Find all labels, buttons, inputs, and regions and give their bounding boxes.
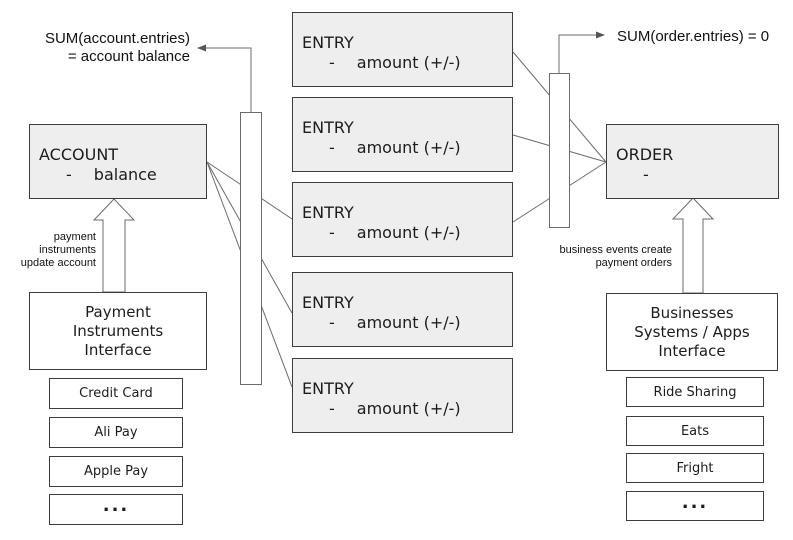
- business-item-ride-sharing: Ride Sharing: [626, 377, 764, 407]
- payment-item-credit-card: Credit Card: [49, 378, 183, 409]
- entry-box-3: ENTRY - amount (+/-): [292, 182, 513, 257]
- payment-update-block-arrow: [92, 198, 136, 293]
- payment-note-line2: instruments: [39, 244, 96, 256]
- business-interface-box: Businesses Systems / Apps Interface: [606, 293, 778, 371]
- entry-title: ENTRY: [302, 379, 354, 398]
- account-sum-arrow-line: [205, 47, 252, 112]
- business-create-block-arrow: [671, 197, 715, 294]
- sum-account-line2: = account balance: [67, 48, 190, 65]
- payment-interface-line2: Instruments: [72, 321, 164, 340]
- entry-attr-dash: -: [329, 53, 335, 72]
- account-sum-bracket: [240, 112, 262, 385]
- order-sum-arrow-line: [558, 34, 597, 73]
- entry-title: ENTRY: [302, 118, 354, 137]
- payment-item-more-label: ...: [102, 495, 130, 516]
- payment-item-more: ...: [49, 494, 183, 525]
- business-item-fright: Fright: [626, 453, 764, 483]
- entry-attr-dash: -: [329, 223, 335, 242]
- payment-item-apple-pay: Apple Pay: [49, 456, 183, 487]
- order-sum-bracket: [549, 73, 570, 228]
- account-box: ACCOUNT - balance: [29, 124, 207, 199]
- payment-item-ali-pay: Ali Pay: [49, 417, 183, 448]
- business-item-more: ...: [626, 491, 764, 521]
- sum-account-annotation: SUM(account.entries) = account balance: [30, 30, 190, 66]
- entry-attr: amount (+/-): [356, 223, 461, 242]
- entry-title: ENTRY: [302, 33, 354, 52]
- payment-interface-line1: Payment: [85, 302, 151, 321]
- entry-title: ENTRY: [302, 293, 354, 312]
- business-note-line2: payment orders: [595, 257, 672, 269]
- payment-note-line3: update account: [20, 257, 96, 269]
- entry-attr: amount (+/-): [356, 53, 461, 72]
- business-note-line1: business events create: [559, 244, 672, 256]
- business-item-more-label: ...: [681, 491, 709, 513]
- right-arrowhead-icon: [596, 31, 605, 39]
- entry-attr: amount (+/-): [356, 313, 461, 332]
- payment-interface-line3: Interface: [84, 340, 152, 359]
- account-title: ACCOUNT: [39, 145, 119, 164]
- entry-box-1: ENTRY - amount (+/-): [292, 12, 513, 87]
- account-attr: balance: [93, 165, 157, 184]
- entry-box-5: ENTRY - amount (+/-): [292, 358, 513, 433]
- business-item-eats: Eats: [626, 416, 764, 446]
- entry-title: ENTRY: [302, 203, 354, 222]
- payment-interface-box: Payment Instruments Interface: [29, 292, 207, 370]
- payment-note-line1: payment: [53, 231, 96, 243]
- sum-order-annotation: SUM(order.entries) = 0: [617, 28, 770, 45]
- payment-note: payment instruments update account: [0, 231, 96, 270]
- left-arrowhead-icon: [197, 44, 206, 52]
- entry-box-4: ENTRY - amount (+/-): [292, 272, 513, 347]
- account-attr-dash: -: [66, 165, 72, 184]
- business-interface-line2: Systems / Apps: [634, 322, 750, 341]
- order-title: ORDER: [616, 145, 674, 164]
- order-box: ORDER -: [606, 124, 779, 199]
- order-attr-dash: -: [643, 165, 649, 184]
- entry-attr: amount (+/-): [356, 138, 461, 157]
- entry-attr-dash: -: [329, 313, 335, 332]
- business-note: business events create payment orders: [540, 244, 672, 270]
- business-interface-line1: Businesses: [650, 303, 734, 322]
- entry-box-2: ENTRY - amount (+/-): [292, 97, 513, 172]
- sum-account-line1: SUM(account.entries): [44, 30, 190, 47]
- business-interface-line3: Interface: [658, 341, 726, 360]
- entry-attr: amount (+/-): [356, 399, 461, 418]
- entry-attr-dash: -: [329, 138, 335, 157]
- entry-attr-dash: -: [329, 399, 335, 418]
